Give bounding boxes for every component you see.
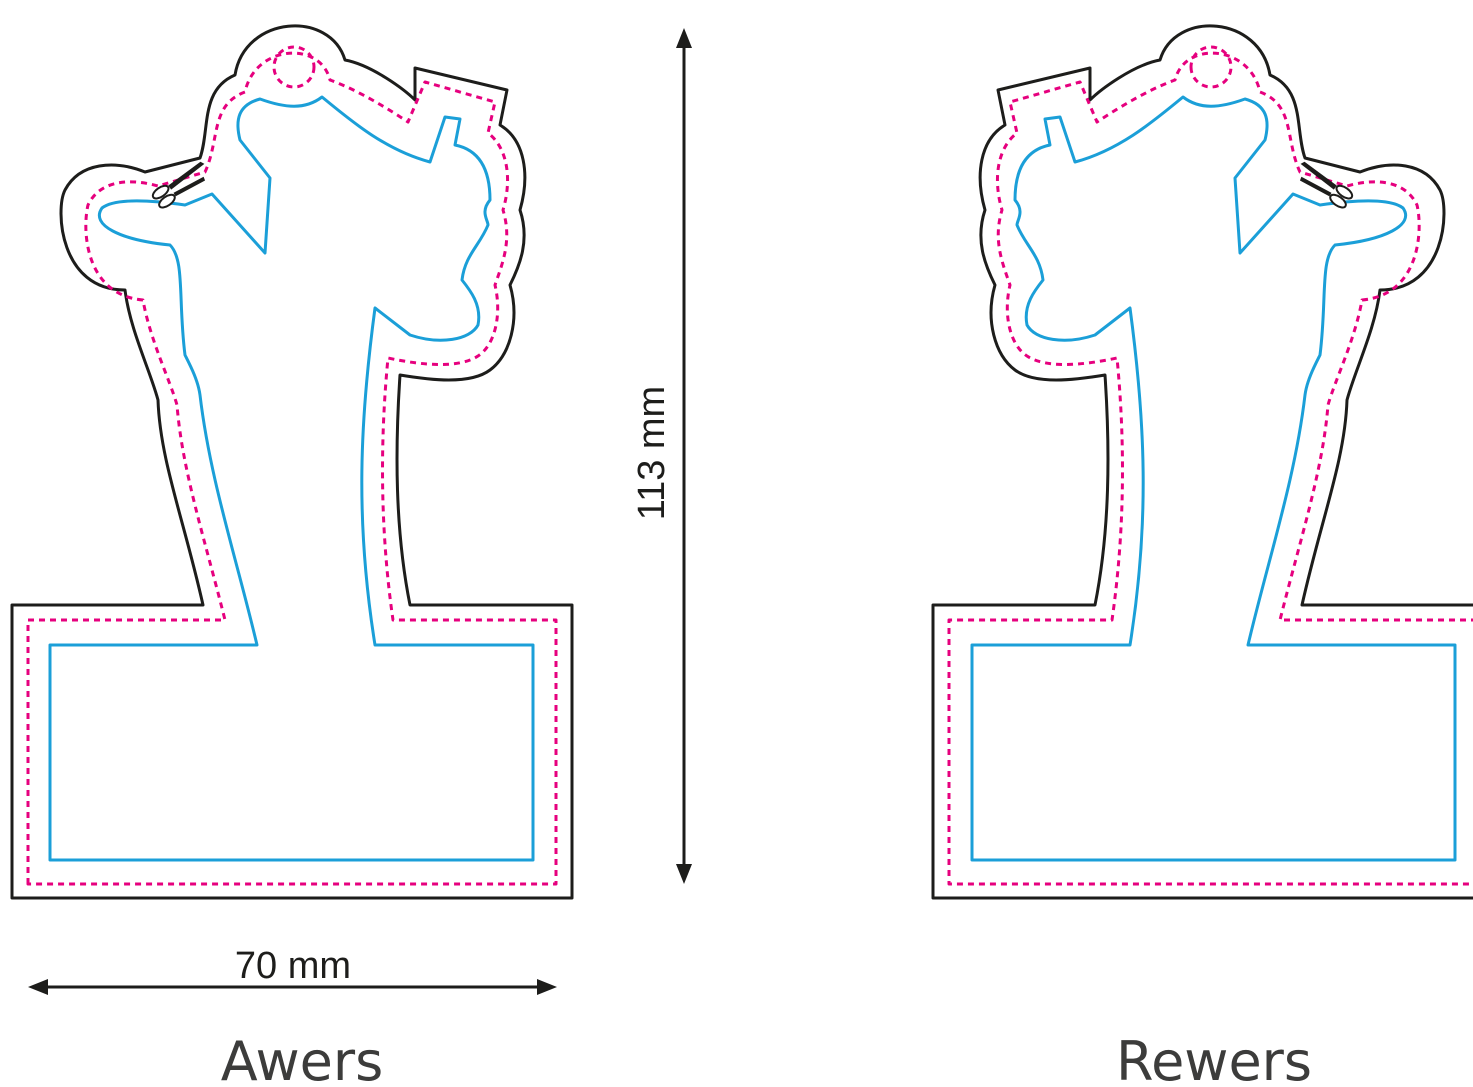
front-cut-outline xyxy=(10,24,574,900)
back-hole-outline xyxy=(1189,45,1233,89)
arrow-right-icon xyxy=(537,979,557,995)
arrow-left-icon xyxy=(28,979,48,995)
arrow-up-icon xyxy=(676,28,692,48)
front-side-template xyxy=(10,24,574,900)
width-dimension-label: 70 mm xyxy=(235,945,351,987)
back-side-label: Rewers xyxy=(1116,1030,1312,1087)
front-bleed-outline xyxy=(26,51,558,886)
front-side-label: Awers xyxy=(221,1030,383,1087)
scissors-icon xyxy=(151,161,206,209)
back-safe-area-outline xyxy=(970,95,1457,862)
back-bleed-outline xyxy=(947,51,1473,886)
height-dimension: 113 mm xyxy=(631,28,692,884)
height-dimension-label: 113 mm xyxy=(631,386,673,520)
scissors-icon xyxy=(1299,161,1354,209)
back-side-template xyxy=(931,24,1473,900)
back-cut-outline xyxy=(931,24,1473,900)
front-hole-outline xyxy=(272,45,316,89)
front-safe-area-outline xyxy=(48,95,535,862)
width-dimension: 70 mm xyxy=(28,945,557,995)
arrow-down-icon xyxy=(676,864,692,884)
